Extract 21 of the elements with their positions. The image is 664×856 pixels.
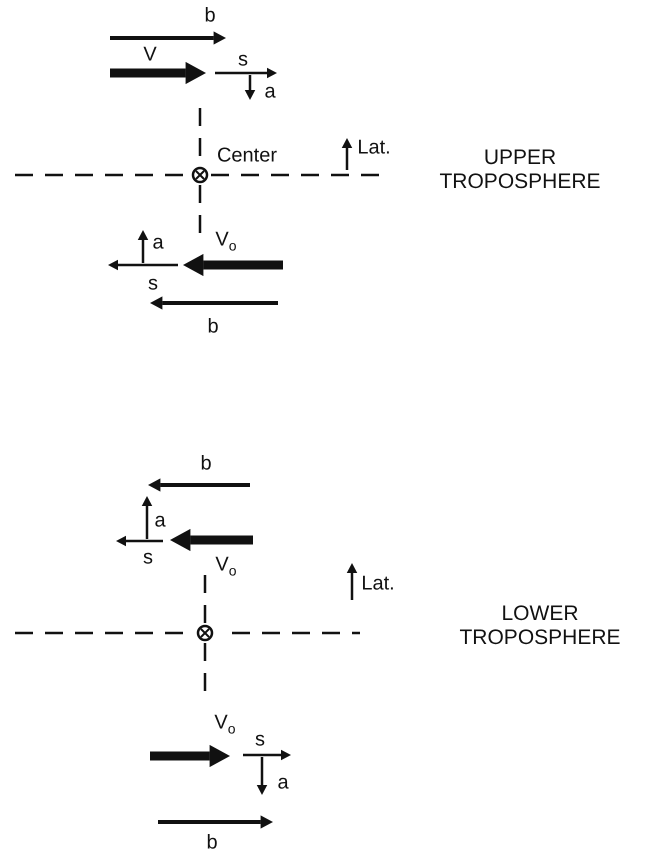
region-label: LOWER TROPOSPHERE	[458, 602, 622, 650]
axis-label: Lat.	[357, 136, 391, 160]
vector-label: b	[204, 4, 216, 28]
vector-label: a	[277, 772, 289, 794]
vector-label: s	[148, 272, 158, 296]
vector-label: V$_{o}$	[214, 711, 236, 737]
vector-label: a	[154, 510, 166, 532]
vector-label: b	[200, 452, 212, 476]
axis-label: Lat.	[361, 572, 395, 596]
vector-label: a	[264, 80, 276, 104]
vector-label: a	[152, 232, 164, 254]
vector-label: b	[207, 316, 219, 338]
vector-label: s	[143, 546, 153, 570]
region-label: UPPER TROPOSPHERE	[438, 146, 602, 194]
axis-label: Center	[216, 144, 278, 168]
vector-label: s	[255, 728, 265, 752]
vector-label: b	[206, 832, 218, 854]
vector-label: V$_{o}$	[215, 553, 237, 579]
vector-label: s	[238, 48, 248, 72]
vector-label: V$_{o}$	[215, 228, 237, 254]
vector-label: V	[143, 44, 157, 66]
